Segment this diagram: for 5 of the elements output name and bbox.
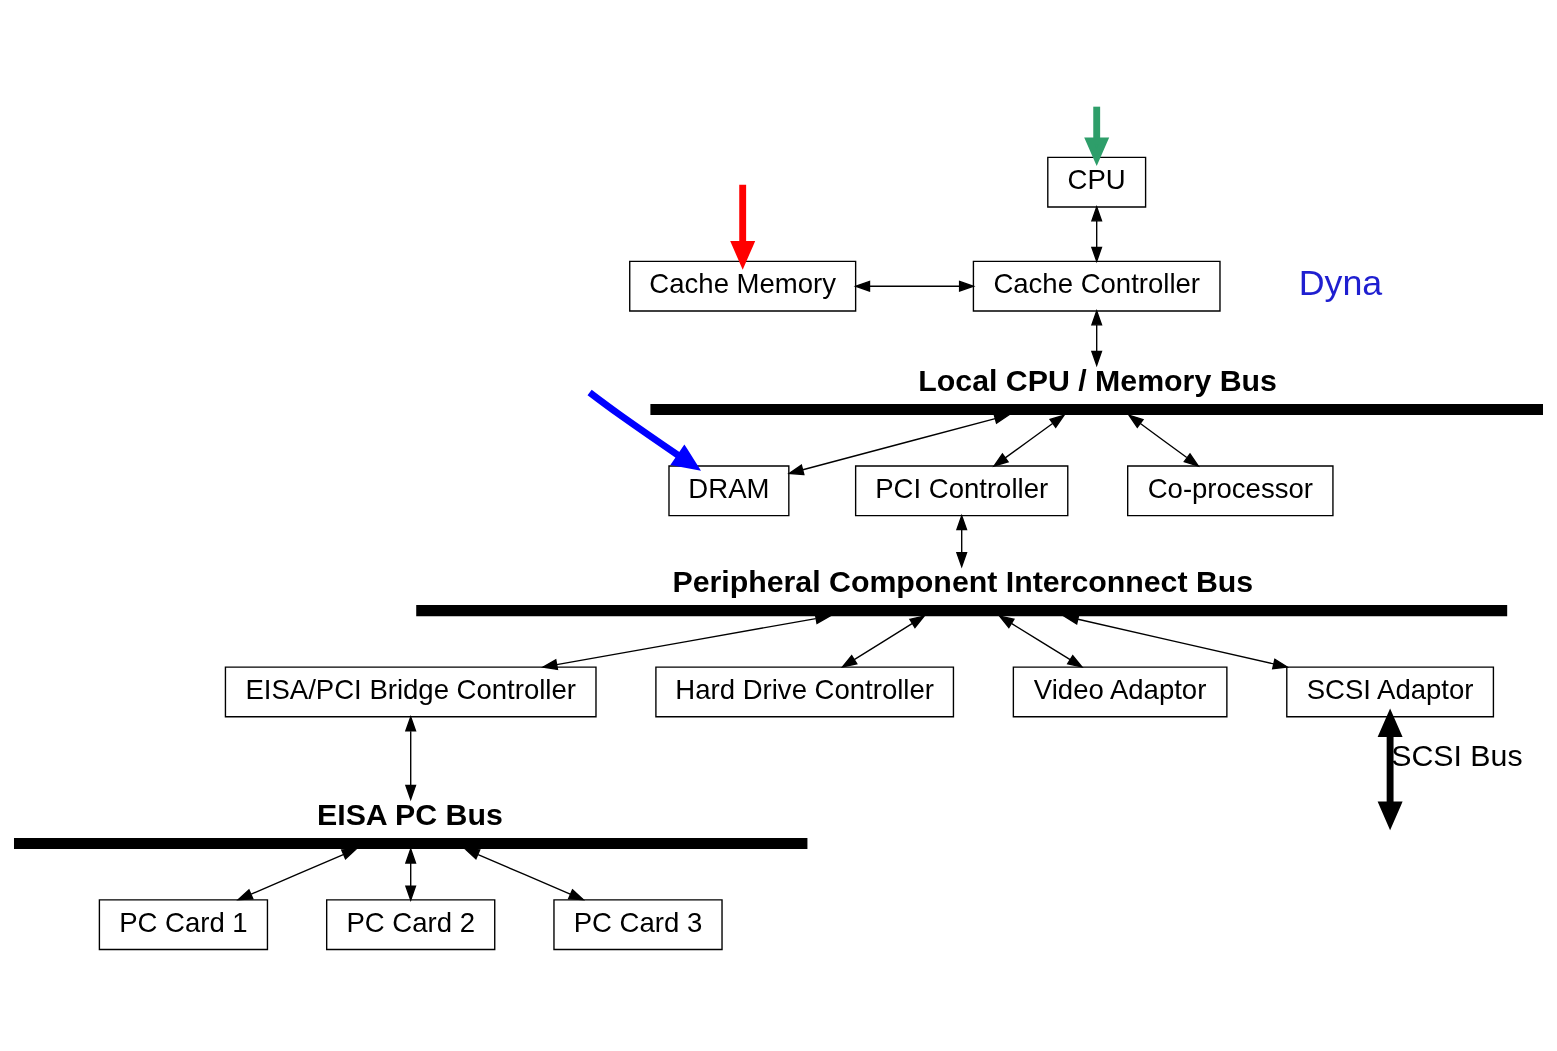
node-label: EISA PC Bus: [317, 797, 503, 831]
node-label: Local CPU / Memory Bus: [918, 364, 1277, 398]
node-label: Peripheral Component Interconnect Bus: [672, 565, 1254, 599]
edge-label: SCSI Bus: [1391, 738, 1523, 772]
label: Dyna: [1298, 262, 1383, 303]
